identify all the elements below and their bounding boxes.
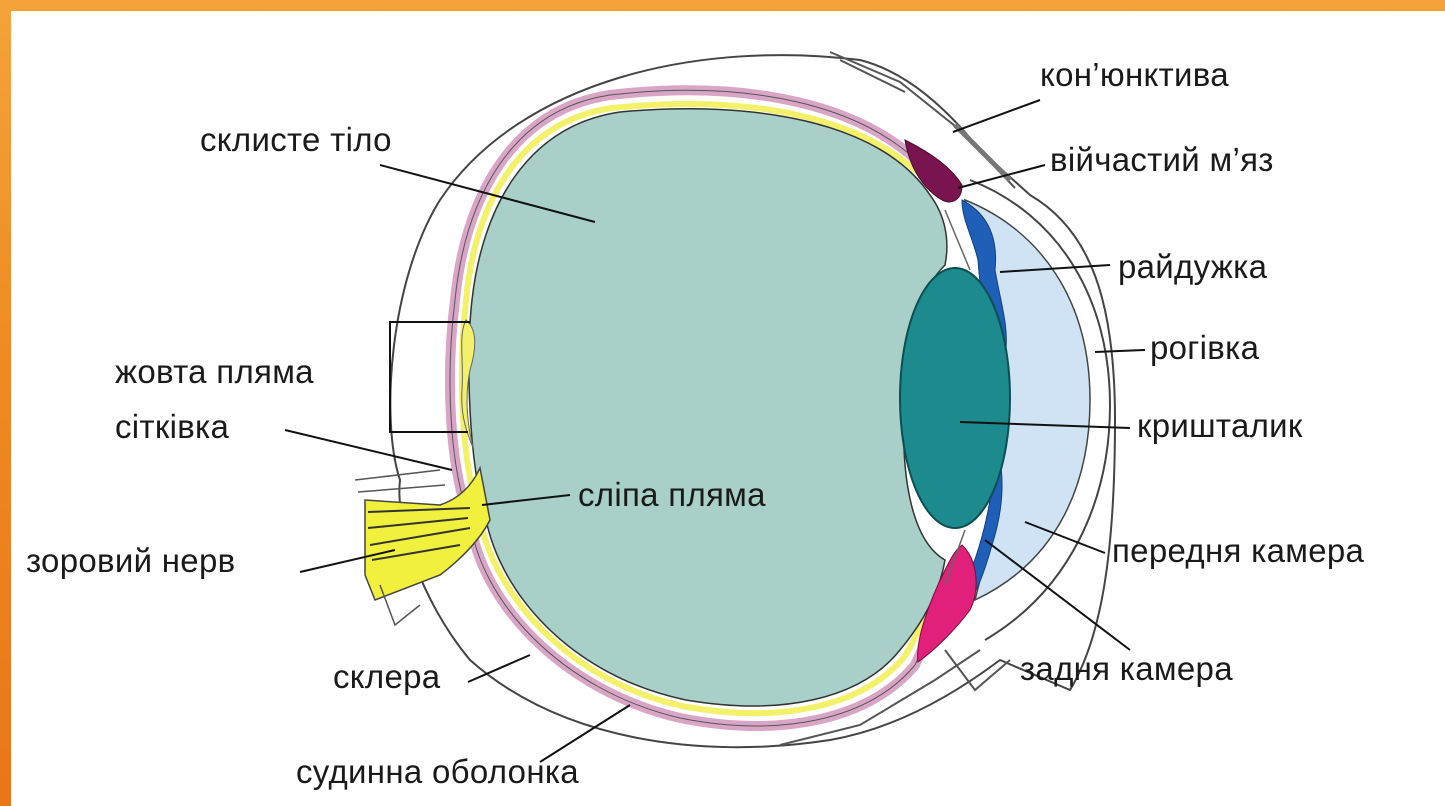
label-lens: кришталик [1137, 409, 1303, 442]
label-cornea: рогівка [1150, 331, 1259, 364]
label-choroid: судинна оболонка [296, 755, 579, 788]
label-ciliary-muscle: війчастий м’яз [1050, 143, 1274, 176]
label-optic-nerve: зоровий нерв [26, 544, 235, 577]
label-iris: райдужка [1118, 250, 1267, 283]
vitreous-body-shape [469, 109, 947, 706]
label-sclera: склера [333, 660, 440, 693]
label-macula: жовта пляма [115, 355, 314, 388]
lens-shape [900, 268, 1010, 528]
label-posterior-chamber: задня камера [1020, 652, 1233, 685]
label-conjunctiva: кон’юнктива [1040, 58, 1229, 91]
label-retina: сітківка [115, 410, 229, 443]
label-anterior-chamber: передня камера [1112, 534, 1364, 567]
label-blind-spot: сліпа пляма [578, 478, 766, 511]
label-vitreous-body: склисте тіло [200, 123, 392, 156]
